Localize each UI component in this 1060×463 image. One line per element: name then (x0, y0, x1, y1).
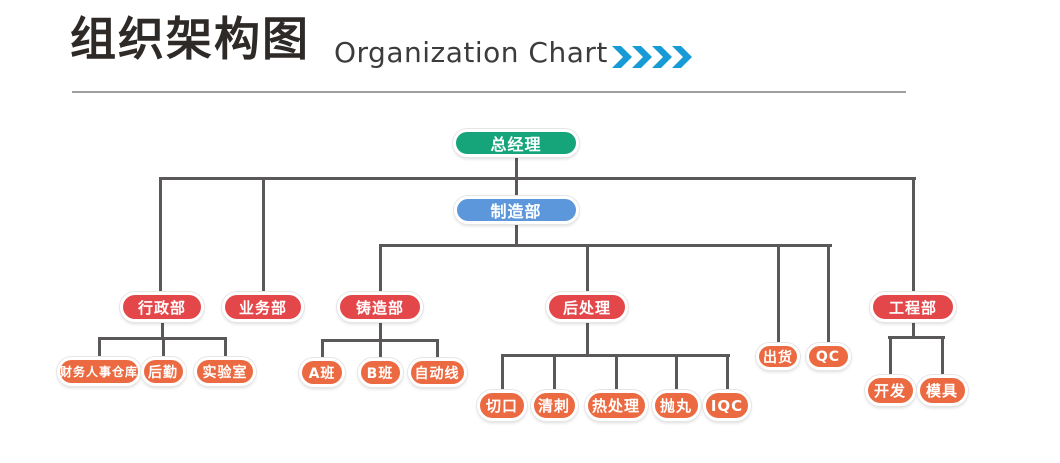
connector-line (378, 245, 382, 293)
connector-line (614, 355, 618, 391)
org-node-mold: 模具 (916, 375, 968, 406)
org-node-qc: QC (805, 343, 851, 370)
connector-line (911, 178, 915, 292)
page-title: 组织架构图 (70, 12, 310, 66)
connector-line (435, 340, 439, 359)
connector-line (500, 355, 504, 391)
org-node-label: 热处理 (591, 397, 640, 415)
connector-line (776, 245, 780, 343)
org-node-label: 业务部 (238, 298, 287, 317)
org-node-label: QC (815, 348, 841, 365)
org-node-gm: 总经理 (453, 129, 579, 157)
org-node-label: 切口 (485, 397, 518, 415)
connector-line (514, 157, 518, 179)
org-node-classa: A班 (299, 358, 345, 387)
connector-line (585, 322, 589, 356)
org-node-classb: B班 (357, 358, 403, 387)
connector-line (223, 338, 227, 358)
org-node-deburr: 清刺 (530, 390, 578, 421)
connector-line (887, 335, 945, 339)
org-node-label: 总经理 (490, 135, 542, 154)
org-node-mfg: 制造部 (453, 196, 579, 224)
connector-line (158, 178, 162, 292)
connector-line (585, 245, 589, 293)
page-subtitle: Organization Chart (334, 36, 608, 69)
connector-line (725, 355, 729, 391)
org-node-label: 开发 (873, 382, 906, 400)
org-node-shot: 抛丸 (651, 390, 701, 421)
org-node-ship: 出货 (756, 343, 800, 370)
connector-line (674, 355, 678, 391)
org-node-label: A班 (308, 365, 336, 382)
connector-line (161, 338, 165, 358)
connector-line (552, 355, 556, 391)
org-node-label: 制造部 (490, 202, 542, 221)
org-node-label: 清刺 (537, 397, 570, 415)
org-node-label: IQC (710, 396, 744, 415)
connector-line (378, 340, 382, 359)
org-node-label: 出货 (763, 349, 793, 366)
org-node-heat: 热处理 (584, 390, 648, 421)
org-node-eng: 工程部 (870, 292, 956, 322)
connector-line (888, 337, 892, 376)
connector-line (158, 176, 916, 180)
org-node-label: 财务人事仓库 (60, 365, 139, 379)
connector-line (514, 178, 518, 196)
org-node-auto: 自动线 (407, 358, 467, 387)
org-node-label: 抛丸 (659, 397, 692, 415)
org-node-label: 模具 (925, 382, 958, 400)
org-node-post: 后处理 (546, 292, 628, 322)
connector-line (378, 243, 832, 247)
org-node-biz: 业务部 (222, 292, 304, 322)
org-node-lab: 实验室 (194, 357, 256, 386)
org-node-fin: 财务人事仓库 (57, 357, 141, 386)
org-node-label: 自动线 (414, 365, 460, 382)
header-divider (72, 91, 906, 93)
connector-line (911, 322, 915, 338)
org-node-label: 工程部 (888, 298, 937, 317)
connector-line (320, 340, 324, 359)
org-node-logi: 后勤 (140, 357, 186, 386)
org-node-admin: 行政部 (120, 292, 204, 322)
org-node-cast: 铸造部 (337, 292, 423, 322)
org-node-label: 铸造部 (355, 298, 404, 317)
connector-line (826, 245, 830, 343)
connector-line (940, 337, 944, 376)
connector-line (97, 338, 101, 358)
connector-line (378, 322, 382, 341)
org-node-label: 实验室 (202, 364, 248, 381)
chevrons-icon (612, 46, 692, 68)
connector-line (160, 322, 164, 339)
org-node-label: 后勤 (148, 364, 178, 381)
org-node-dev: 开发 (864, 375, 916, 406)
org-node-cut: 切口 (477, 390, 527, 421)
org-node-label: 行政部 (137, 298, 186, 317)
org-node-label: B班 (366, 365, 394, 382)
org-node-label: 后处理 (562, 298, 611, 317)
connector-line (261, 178, 265, 292)
connector-line (514, 224, 518, 246)
org-node-iqc: IQC (703, 390, 751, 421)
